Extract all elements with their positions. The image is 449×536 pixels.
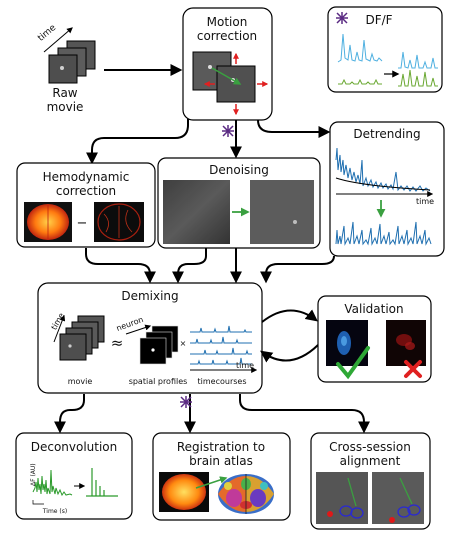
brain-atlas-image: [218, 474, 274, 514]
raw-movie-time-axis-label: time: [36, 23, 58, 44]
motion-correction-node: Motion correction: [182, 7, 273, 121]
deconvolution-xlabel: Time (s): [42, 508, 67, 515]
denoising-clean-image: [250, 180, 314, 244]
arrow-hemo-to-demixing: [85, 248, 156, 284]
hemo-title-line2: correction: [56, 184, 116, 198]
hemo-title-line1: Hemodynamic: [43, 170, 130, 184]
arrow-demixing-to-validation: [261, 309, 318, 323]
cross-session-image-1: [316, 472, 368, 524]
demixing-profile-frame: [139, 337, 167, 365]
detrending-title: Detrending: [353, 127, 420, 141]
motion-frame: [216, 65, 256, 103]
denoising-title: Denoising: [209, 163, 269, 177]
dff-trace-blue-raw: [337, 33, 383, 63]
green-checkmark-icon: [336, 346, 370, 380]
cross-session-title-line2: alignment: [340, 454, 401, 468]
registration-title-line2: brain atlas: [189, 454, 253, 468]
deconvolution-node: Deconvolution ΔF (AU) Time (s): [15, 432, 133, 520]
dff-trace-green-raw: [338, 78, 382, 85]
demixing-approx: ≈: [111, 334, 124, 352]
arrow-detrending-to-demixing: [260, 255, 335, 284]
demixing-timecourses: [190, 325, 252, 365]
registration-brain-image: [162, 474, 206, 510]
demixing-movie-label: movie: [68, 377, 93, 386]
registration-title-line1: Registration to: [177, 440, 265, 454]
validation-title: Validation: [344, 302, 403, 316]
cross-session-node: Cross-session alignment: [310, 432, 431, 530]
arrow-motion-to-hemo: [86, 119, 189, 165]
registration-node: Registration to brain atlas: [152, 432, 291, 521]
deconvolution-spike-train: [86, 468, 118, 497]
hemo-brain-reference-image: [97, 203, 141, 241]
motion-title-line1: Motion: [207, 15, 248, 29]
arrow-denoising-to-demixing: [172, 248, 207, 284]
demixing-times: ×: [180, 339, 187, 348]
demixing-movie-frame: [59, 333, 87, 361]
arrow-demixing-to-deconvolution: [54, 394, 85, 434]
purple-asterisk-icon: [180, 396, 192, 408]
dff-title: DF/F: [365, 13, 392, 27]
dff-trace-green-norm: [398, 69, 438, 87]
validation-node: Validation: [317, 295, 432, 383]
raw-movie-node: time Raw movie: [36, 23, 96, 114]
raw-movie-title-line2: movie: [47, 100, 84, 114]
raw-movie-title-line1: Raw: [52, 86, 77, 100]
denoising-node: Denoising: [157, 157, 321, 249]
arrow-validation-to-demixing: [260, 344, 319, 363]
hemo-operator: −: [77, 216, 88, 231]
deconvolution-ylabel: ΔF (AU): [30, 463, 37, 486]
deconvolution-title: Deconvolution: [31, 440, 118, 454]
demixing-timecourses-label: timecourses: [198, 377, 247, 386]
detrending-trace-raw: [335, 147, 431, 192]
purple-asterisk-icon: [336, 12, 348, 24]
cross-session-image-2: [372, 472, 424, 524]
cross-session-title-line1: Cross-session: [329, 440, 411, 454]
purple-asterisk-icon: [222, 125, 234, 137]
deconvolution-calcium-trace: [32, 469, 73, 497]
hemodynamic-correction-node: Hemodynamic correction −: [16, 162, 156, 248]
dff-trace-blue-norm: [398, 51, 438, 69]
detrending-node: Detrending time: [329, 121, 445, 257]
dff-node: DF/F: [327, 6, 443, 93]
demixing-title: Demixing: [121, 289, 178, 303]
motion-title-line2: correction: [197, 29, 257, 43]
arrow-motion-to-detrending: [257, 119, 331, 138]
demixing-timecourse-time-axis-label: time: [236, 361, 254, 370]
denoising-noisy-image: [163, 180, 230, 244]
arrow-demixing-to-cross-session: [239, 394, 370, 434]
detrending-time-axis-label: time: [416, 197, 434, 206]
demixing-profiles-label: spatial profiles: [129, 377, 188, 386]
red-cross-icon: [404, 360, 422, 378]
detrending-trace-corrected: [335, 221, 432, 246]
demixing-node: Demixing time movie ≈ neuron spatial pro…: [37, 282, 263, 394]
